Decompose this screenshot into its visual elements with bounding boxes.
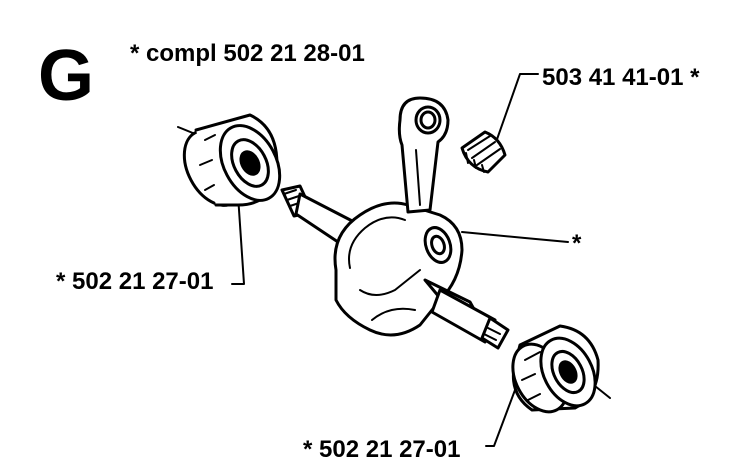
assembly-label: * compl 502 21 28-01 bbox=[130, 40, 365, 67]
leader-crankshaft bbox=[461, 231, 569, 243]
leader-main-right bbox=[485, 389, 516, 447]
leader-needle-bearing bbox=[494, 73, 539, 146]
connecting-rod bbox=[397, 96, 450, 214]
main-bearing-left-label: * 502 21 27-01 bbox=[56, 268, 214, 295]
section-letter: G bbox=[38, 36, 94, 116]
crankshaft-note: * bbox=[572, 230, 582, 257]
needle-bearing bbox=[460, 130, 507, 174]
crankshaft-webs bbox=[333, 201, 464, 337]
main-bearing-left bbox=[182, 113, 282, 207]
needle-bearing-label: 503 41 41-01 * bbox=[542, 64, 700, 91]
leader-main-left bbox=[231, 194, 245, 285]
main-bearing-right-label: * 502 21 27-01 bbox=[303, 436, 461, 463]
main-bearing-right bbox=[511, 324, 600, 414]
crankshaft-right-journal bbox=[423, 278, 510, 350]
